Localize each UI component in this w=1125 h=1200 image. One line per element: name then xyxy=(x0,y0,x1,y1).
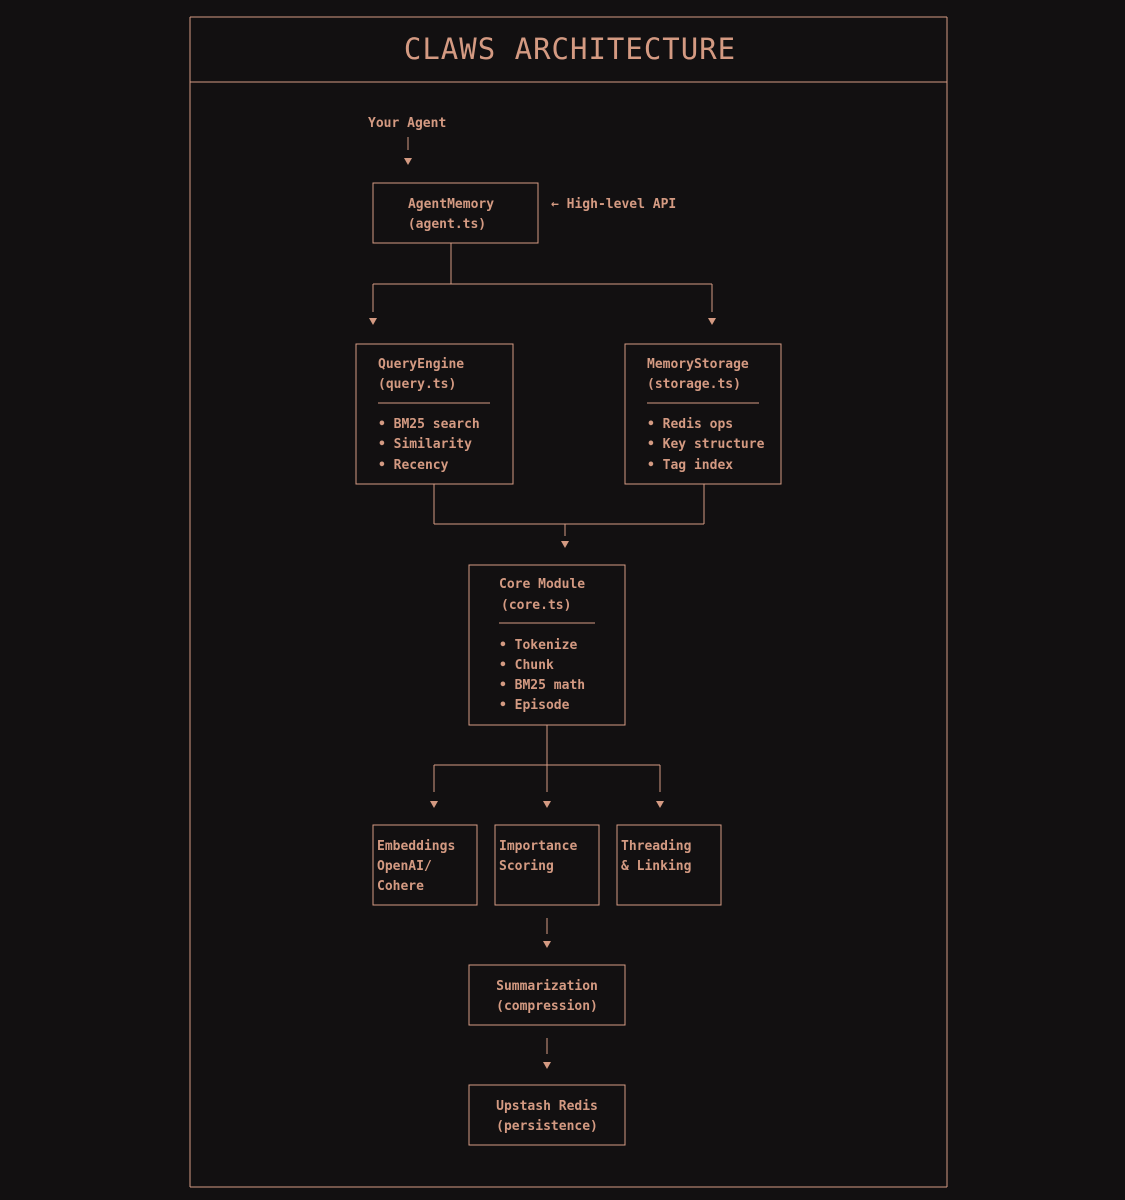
split-connector-1 xyxy=(372,243,713,312)
agent-memory-name: AgentMemory xyxy=(408,197,494,212)
your-agent-label: Your Agent xyxy=(368,116,446,131)
query-engine-item: • BM25 search xyxy=(378,417,480,432)
threading-box: Threading & Linking xyxy=(616,824,722,906)
summarization-sub: (compression) xyxy=(496,999,598,1014)
arrow-down-icon xyxy=(561,541,569,548)
agent-memory-file: (agent.ts) xyxy=(408,217,486,232)
embeddings-line: Cohere xyxy=(377,879,424,894)
memory-storage-box: MemoryStorage (storage.ts) • Redis ops •… xyxy=(624,343,782,485)
memory-storage-name: MemoryStorage xyxy=(647,357,749,372)
merge-connector xyxy=(433,484,705,536)
query-engine-item: • Recency xyxy=(378,458,449,473)
arrow-down-icon xyxy=(656,801,664,808)
upstash-redis-box: Upstash Redis (persistence) xyxy=(468,1084,626,1146)
query-engine-file: (query.ts) xyxy=(378,377,456,392)
query-engine-item: • Similarity xyxy=(378,437,472,452)
upstash-redis-sub: (persistence) xyxy=(496,1119,598,1134)
core-module-item: • Chunk xyxy=(499,658,554,673)
diagram-title: CLAWS ARCHITECTURE xyxy=(404,32,736,66)
importance-box: Importance Scoring xyxy=(494,824,600,906)
arrow-down-icon xyxy=(708,318,716,325)
core-module-file: (core.ts) xyxy=(501,598,571,613)
arrow-down-icon xyxy=(543,1062,551,1069)
split-connector-2 xyxy=(433,725,661,792)
importance-line: Importance xyxy=(499,839,577,854)
arrow-down-icon xyxy=(543,801,551,808)
core-module-box: Core Module (core.ts) • Tokenize • Chunk… xyxy=(468,564,626,726)
memory-storage-file: (storage.ts) xyxy=(647,377,741,392)
agent-memory-box: AgentMemory (agent.ts) xyxy=(372,182,539,244)
core-module-item: • BM25 math xyxy=(499,678,585,693)
threading-line: & Linking xyxy=(621,859,691,874)
embeddings-box: Embeddings OpenAI/ Cohere xyxy=(372,824,478,906)
summarization-box: Summarization (compression) xyxy=(468,964,626,1026)
arrow-down-icon xyxy=(430,801,438,808)
agent-memory-note: ← High-level API xyxy=(551,197,676,212)
arrow-down-icon xyxy=(369,318,377,325)
arrow-down-icon xyxy=(543,941,551,948)
query-engine-box: QueryEngine (query.ts) • BM25 search • S… xyxy=(355,343,514,485)
core-module-item: • Tokenize xyxy=(499,638,577,653)
threading-line: Threading xyxy=(621,839,691,854)
memory-storage-item: • Redis ops xyxy=(647,417,733,432)
memory-storage-item: • Key structure xyxy=(647,437,765,452)
core-module-item: • Episode xyxy=(499,698,570,713)
outer-frame xyxy=(189,16,948,1188)
query-engine-name: QueryEngine xyxy=(378,357,464,372)
core-module-name: Core Module xyxy=(499,577,585,592)
embeddings-line: Embeddings xyxy=(377,839,455,854)
upstash-redis-name: Upstash Redis xyxy=(496,1099,598,1114)
embeddings-line: OpenAI/ xyxy=(377,859,432,874)
summarization-name: Summarization xyxy=(496,979,598,994)
arrow-down-icon xyxy=(404,158,412,165)
importance-line: Scoring xyxy=(499,859,554,874)
memory-storage-item: • Tag index xyxy=(647,458,733,473)
